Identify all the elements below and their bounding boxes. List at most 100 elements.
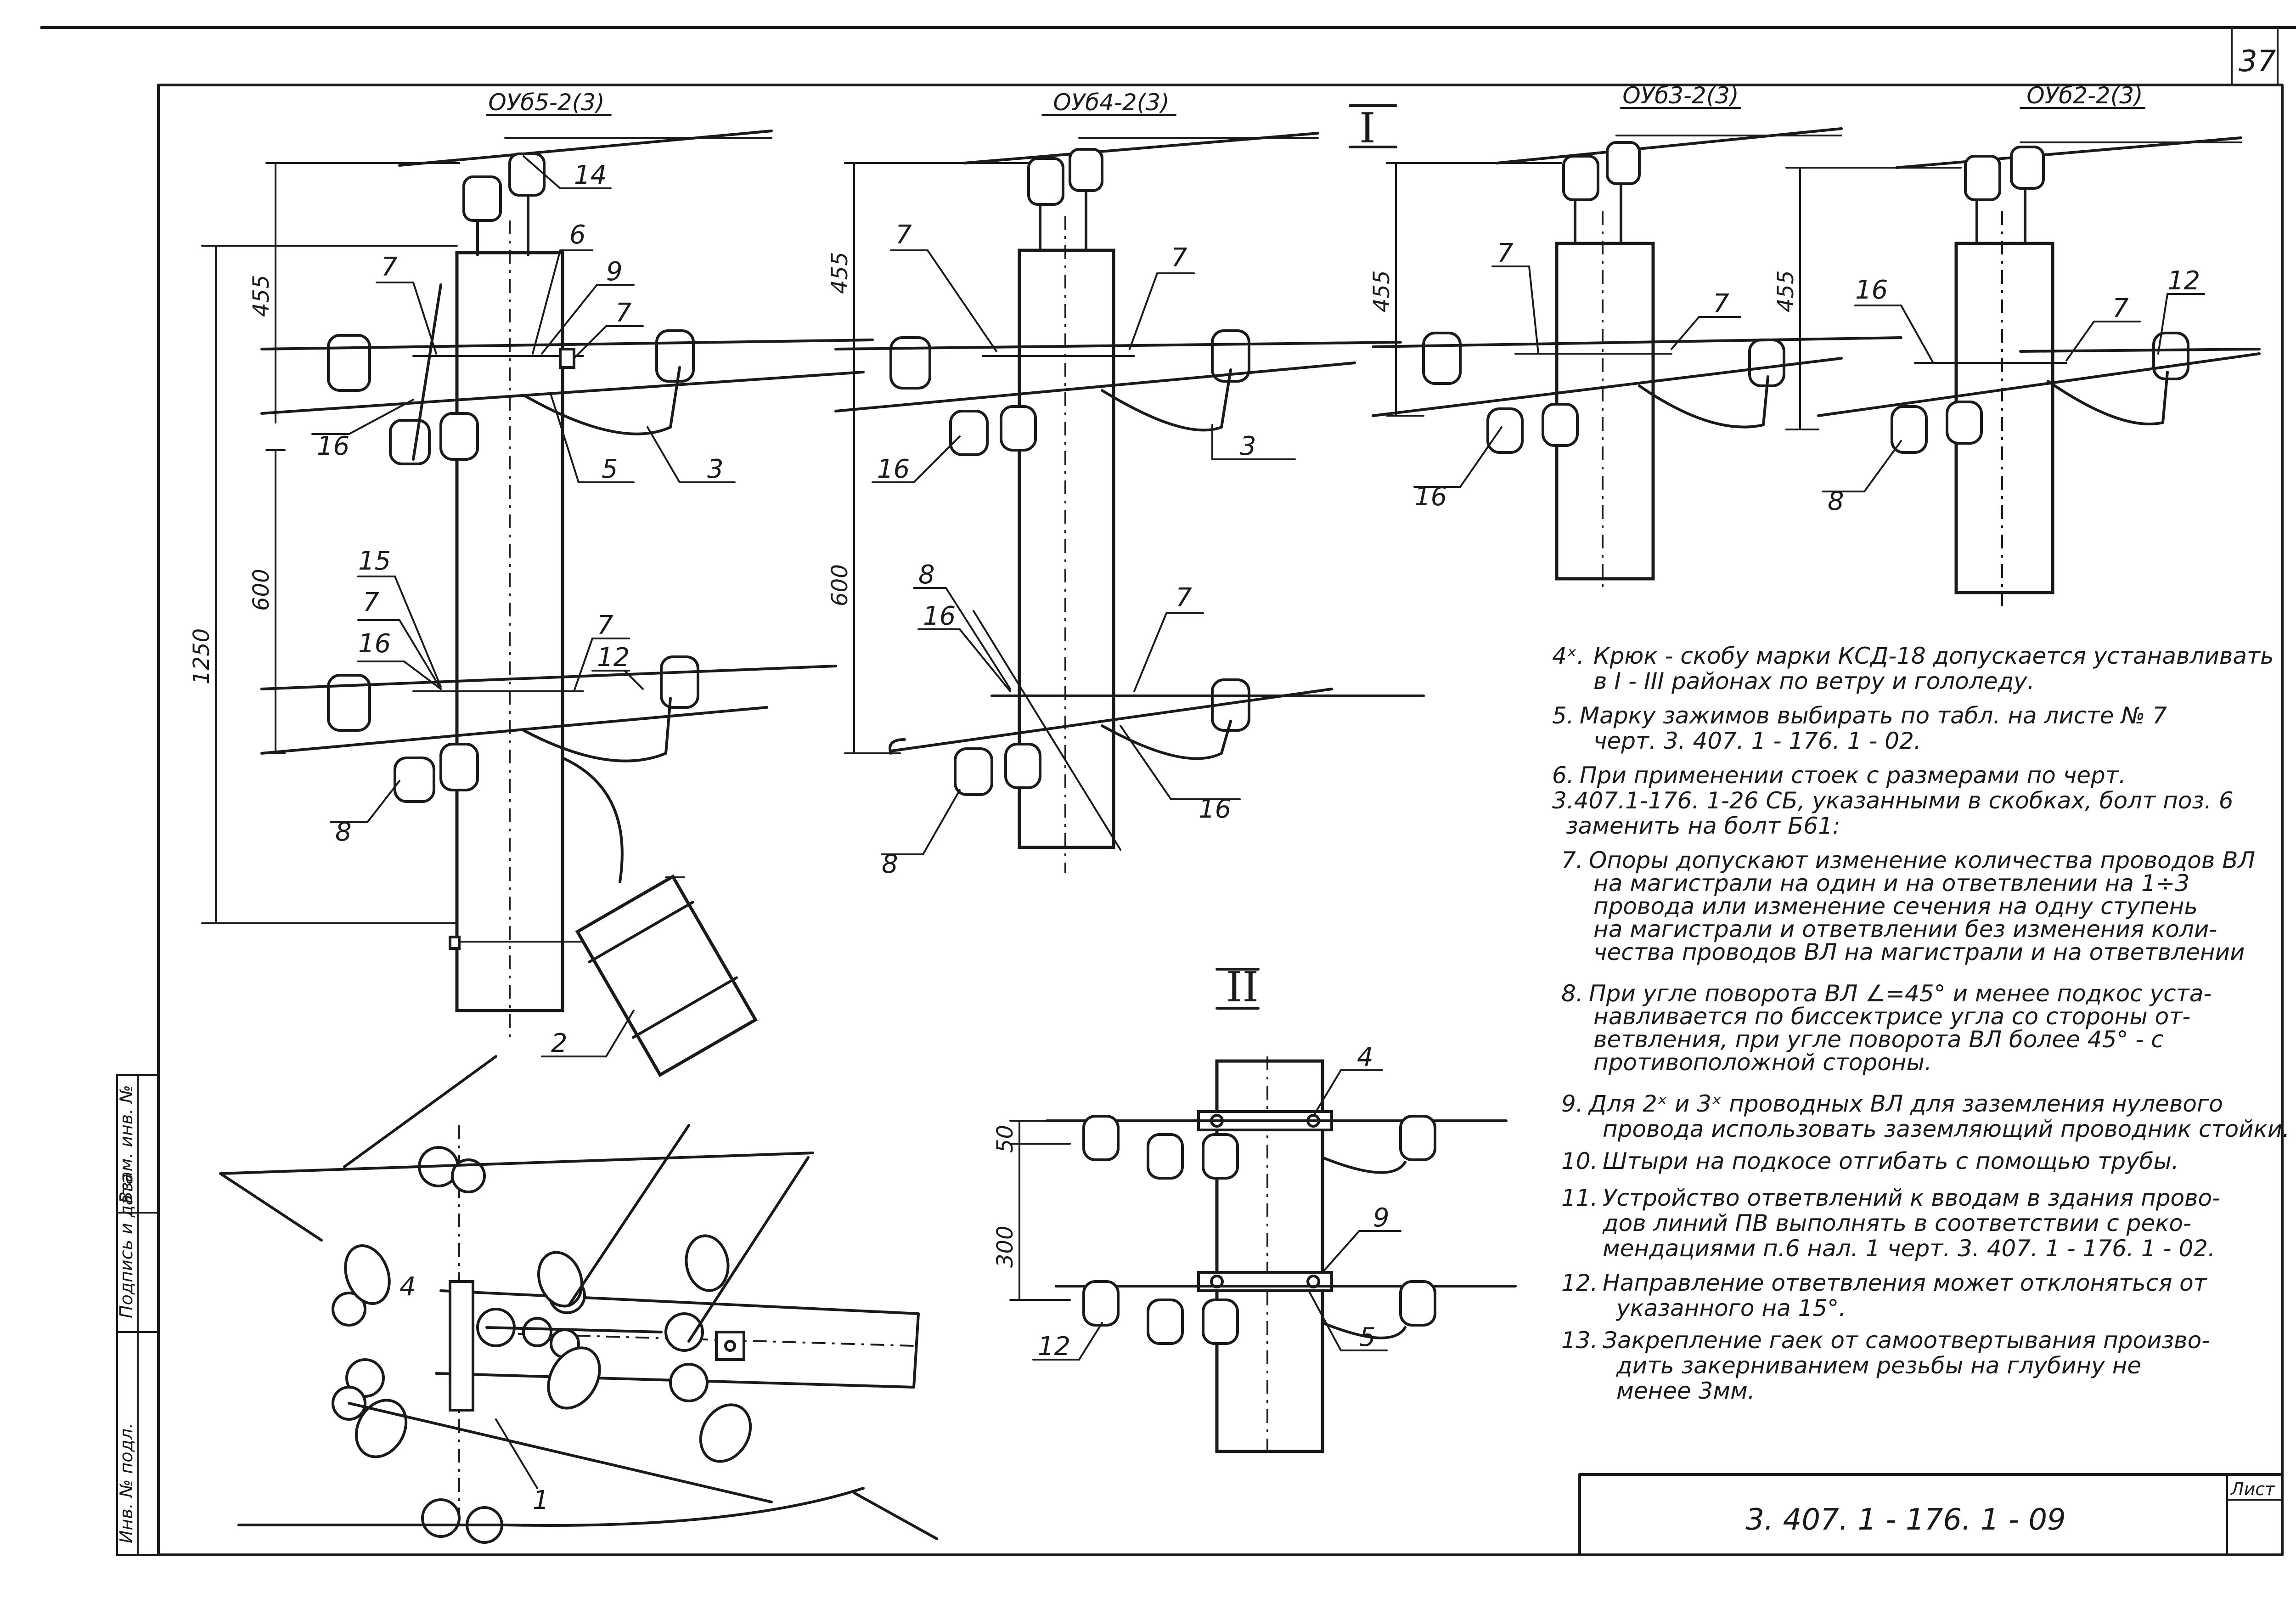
- note-8-line4: противоположной стороны.: [1593, 1049, 1932, 1076]
- callout-v1-2: 2: [551, 1028, 568, 1058]
- view-oub5: [201, 130, 874, 1077]
- note-5-line1: Марку зажимов выбирать по табл. на листе…: [1580, 702, 2167, 729]
- view-oub2: [1785, 136, 2261, 606]
- callout-secII-9: 9: [1373, 1203, 1390, 1233]
- note-8-line2: навливается по биссектрисе угла со сторо…: [1593, 1003, 2190, 1030]
- note-7-line2: на магистрали на один и на ответвлении н…: [1593, 870, 2189, 897]
- callout-v1-6: 6: [569, 220, 586, 250]
- callout-v2-7c: 7: [1176, 583, 1192, 613]
- callout-plan-1: 1: [533, 1485, 549, 1515]
- note-6-num: 6.: [1552, 762, 1574, 789]
- callout-secII-5: 5: [1359, 1322, 1376, 1352]
- note-13-line1: Закрепление гаек от самоотвертывания про…: [1603, 1327, 2210, 1354]
- note-4-num: 4ˣ.: [1552, 643, 1584, 669]
- callout-v4-7: 7: [2112, 294, 2129, 323]
- note-7-line3: провода или изменение сечения на одну ст…: [1593, 893, 2198, 920]
- callout-v1-12: 12: [597, 643, 630, 672]
- dim-300: 300: [992, 1225, 1018, 1268]
- callout-v1-5: 5: [602, 454, 618, 484]
- sheet-label: Лист: [2230, 1479, 2276, 1499]
- note-12-line1: Направление ответвления может отклонятьс…: [1603, 1270, 2208, 1296]
- note-10-line1: Штыри на подкосе отгибать с помощью труб…: [1603, 1148, 2179, 1175]
- callout-v1-7d: 7: [597, 610, 613, 640]
- callout-v2-8: 8: [918, 560, 935, 590]
- callout-v1-7a: 7: [615, 298, 632, 328]
- note-11-line3: мендациями п.6 нал. 1 черт. 3. 407. 1 - …: [1603, 1235, 2215, 1262]
- callout-v1-15: 15: [358, 546, 391, 576]
- note-13-num: 13.: [1561, 1327, 1598, 1354]
- callout-secII-4: 4: [1357, 1042, 1373, 1072]
- note-5-line2: черт. 3. 407. 1 - 176. 1 - 02.: [1593, 728, 1921, 754]
- dim-455-v2: 455: [827, 252, 853, 294]
- view-title-oub3: ОУб3-2(3): [1622, 82, 1739, 109]
- dim-50: 50: [992, 1125, 1018, 1153]
- callout-v2-7b: 7: [1171, 243, 1187, 273]
- note-8-line1: При угле поворота ВЛ ∠=45° и менее подко…: [1589, 980, 2212, 1007]
- section-II: [1009, 1056, 1517, 1453]
- callouts-v1: [311, 155, 736, 1057]
- view-title-oub5: ОУб5-2(3): [488, 89, 604, 116]
- callout-v2-16b: 16: [923, 601, 956, 631]
- section-mark-I: I: [1359, 104, 1376, 152]
- sheet-frame: [40, 26, 2296, 1556]
- callout-v1-16b: 16: [358, 629, 391, 659]
- note-9-line1: Для 2ˣ и 3ˣ проводных ВЛ для заземления …: [1588, 1090, 2223, 1117]
- view-oub4: [834, 132, 1425, 873]
- callout-v3-16: 16: [1414, 482, 1447, 512]
- callout-v4-16: 16: [1855, 275, 1888, 305]
- note-6-line3: заменить на болт Б61:: [1566, 813, 1840, 839]
- note-11-line1: Устройство ответвлений к вводам в здания…: [1603, 1185, 2220, 1211]
- callout-v1-14: 14: [574, 160, 607, 190]
- callout-v4-12: 12: [2167, 266, 2200, 296]
- stamp-vzam: Взам. инв. №: [116, 1085, 136, 1203]
- note-6-line2: 3.407.1-176. 1-26 СБ, указанными в скобк…: [1552, 787, 2234, 814]
- document-code: 3. 407. 1 - 176. 1 - 09: [1745, 1503, 2066, 1537]
- callouts-v3: [1413, 265, 1741, 488]
- callout-v4-8: 8: [1828, 486, 1844, 516]
- callout-v3-7a: 7: [1497, 238, 1514, 268]
- note-9-num: 9.: [1561, 1090, 1583, 1117]
- callout-v1-8: 8: [335, 817, 352, 847]
- callout-v1-7c: 7: [363, 587, 379, 617]
- view-title-oub2: ОУб2-2(3): [2026, 82, 2143, 109]
- dim-600-v1: 600: [248, 569, 274, 611]
- notes: 4ˣ. Крюк - скобу марки КСД-18 допускаетс…: [1552, 643, 2290, 1404]
- note-11-line2: дов линий ПВ выполнять в соответствии с …: [1602, 1210, 2191, 1237]
- side-stamp: Инв. № подл. Подпись и дата Взам. инв. №: [116, 1074, 159, 1556]
- note-7-line5: чества проводов ВЛ на магистрали и на от…: [1593, 939, 2245, 966]
- note-4-line2: в I - III районах по ветру и гололеду.: [1593, 668, 2035, 695]
- callout-v2-8b: 8: [882, 849, 898, 879]
- section-mark-II: II: [1226, 963, 1259, 1011]
- callout-v1-3: 3: [707, 454, 724, 484]
- note-6-line1: При применении стоек с размерами по черт…: [1580, 762, 2126, 789]
- dim-455-v3: 455: [1369, 270, 1395, 312]
- stamp-podpis: Подпись и дата: [116, 1174, 136, 1318]
- callout-v2-16c: 16: [1199, 794, 1231, 824]
- dim-600-v2: 600: [827, 564, 853, 606]
- note-10-num: 10.: [1561, 1148, 1598, 1175]
- note-4-line1: Крюк - скобу марки КСД-18 допускается ус…: [1593, 643, 2274, 669]
- title-block: [1578, 1473, 2284, 1556]
- note-5-num: 5.: [1552, 702, 1574, 729]
- callouts-v2: [872, 249, 1296, 855]
- dim-455-v1: 455: [248, 275, 274, 317]
- note-7-num: 7.: [1561, 847, 1583, 874]
- note-13-line3: менее 3мм.: [1616, 1378, 1755, 1404]
- note-9-line2: провода использовать заземляющий проводн…: [1603, 1116, 2290, 1142]
- note-11-num: 11.: [1561, 1185, 1598, 1211]
- callout-v2-3: 3: [1240, 431, 1256, 461]
- dim-455-v4: 455: [1773, 270, 1799, 312]
- callout-v1-7b: 7: [381, 252, 398, 282]
- stamp-inv-podl: Инв. № подл.: [116, 1423, 136, 1543]
- callout-v1-9: 9: [606, 257, 623, 287]
- note-7-line4: на магистрали и ответвлении без изменени…: [1593, 916, 2217, 943]
- view-title-oub4: ОУб4-2(3): [1053, 89, 1169, 116]
- view-oub3: [1372, 127, 1902, 593]
- note-12-num: 12.: [1561, 1270, 1598, 1296]
- page-number: 37: [2239, 45, 2276, 79]
- callout-v1-16: 16: [317, 431, 349, 461]
- note-8-num: 8.: [1561, 980, 1583, 1007]
- callout-secII-12: 12: [1038, 1332, 1070, 1361]
- dim-1250-v1: 1250: [189, 628, 214, 684]
